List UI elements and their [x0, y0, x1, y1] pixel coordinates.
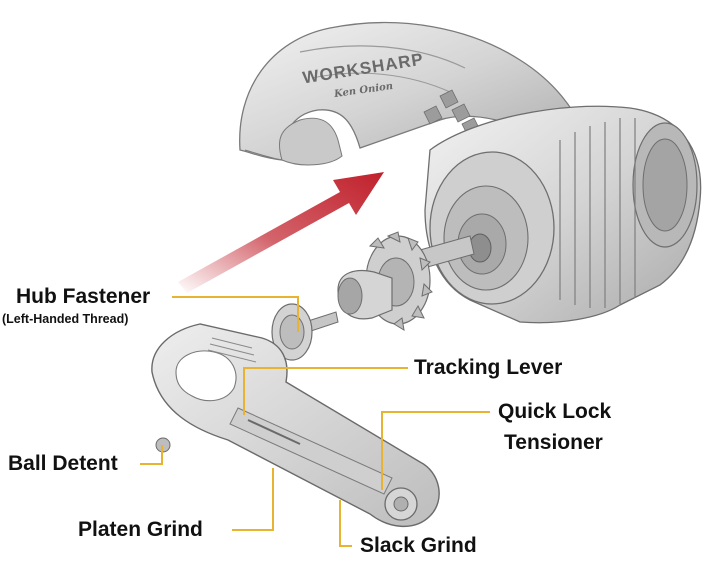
- hub-fastener-label: Hub Fastener: [16, 285, 151, 308]
- hub-fastener-note: (Left-Handed Thread): [2, 312, 129, 326]
- tool-arm: [151, 323, 440, 528]
- direction-arrow: [178, 172, 384, 293]
- hub-fastener-part: [271, 303, 339, 361]
- ball-detent-label: Ball Detent: [8, 452, 118, 475]
- slack-grind-callout-line: [339, 500, 352, 547]
- tracking-lever-label: Tracking Lever: [414, 356, 563, 379]
- quick-lock-label-line2: Tensioner: [504, 431, 603, 454]
- hub-fastener-callout-line: [172, 296, 299, 332]
- platen-grind-label: Platen Grind: [78, 518, 203, 541]
- motor-housing: [424, 105, 702, 324]
- quick-lock-callout-line: [381, 411, 490, 490]
- tracking-lever-callout-line: [243, 367, 408, 415]
- ball-detent-callout-line: [140, 445, 163, 465]
- hub-sleeve: [337, 269, 393, 320]
- callout-lines: [140, 296, 490, 547]
- slack-grind-label: Slack Grind: [360, 534, 477, 557]
- platen-grind-callout-line: [232, 468, 274, 531]
- quick-lock-label-line1: Quick Lock: [498, 400, 612, 423]
